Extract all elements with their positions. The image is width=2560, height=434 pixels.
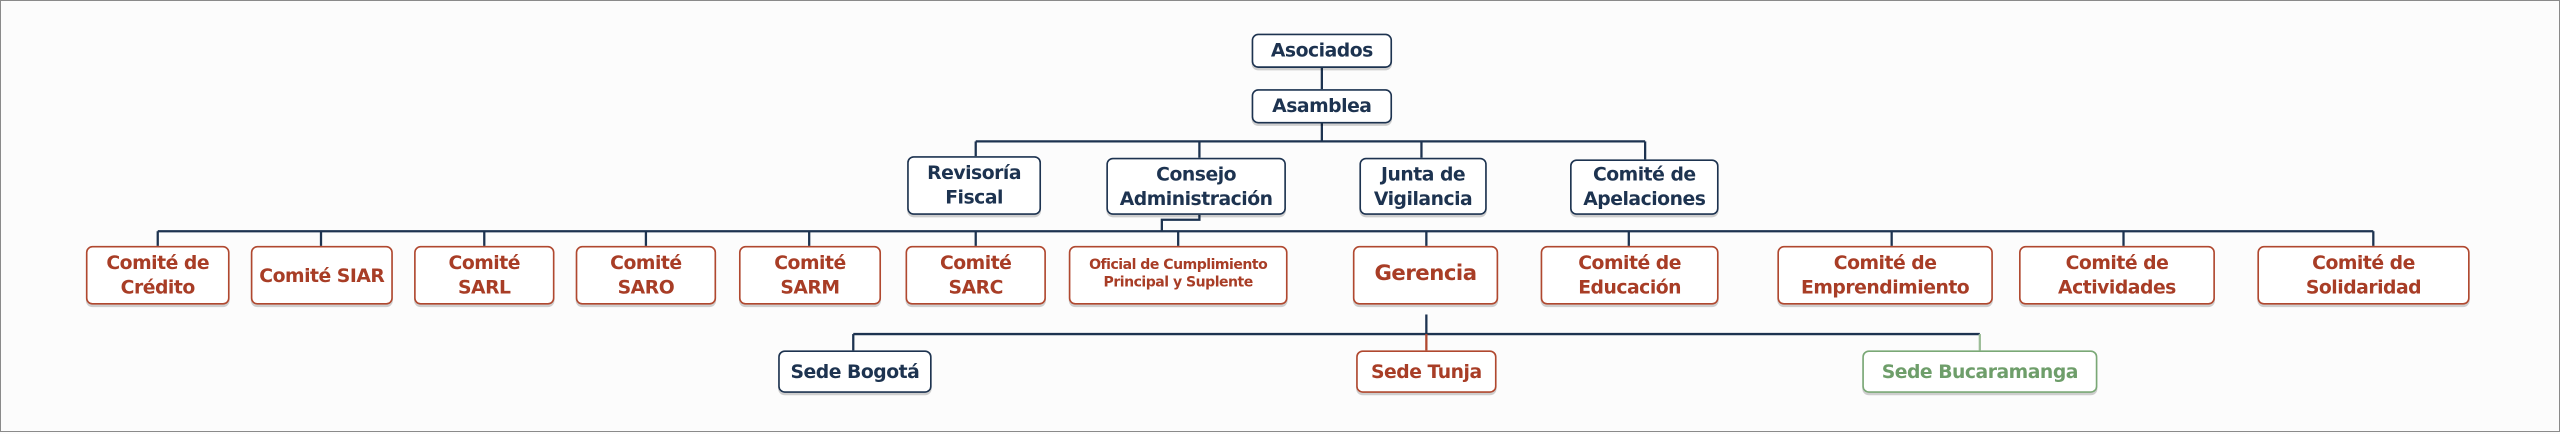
- node-comite-sarc: Comité SARC: [905, 245, 1046, 305]
- node-label: Comité SIAR: [259, 263, 385, 286]
- node-comite-credito: Comité de Crédito: [85, 245, 230, 305]
- node-revisoria-fiscal: Revisoría Fiscal: [907, 156, 1042, 215]
- node-label: Asamblea: [1272, 94, 1372, 117]
- node-comite-sarm: Comité SARM: [738, 245, 882, 305]
- node-comite-saro: Comité SARO: [575, 245, 717, 305]
- node-label: Comité de Actividades: [2058, 250, 2176, 299]
- node-sede-bucaramanga: Sede Bucaramanga: [1862, 350, 2098, 393]
- node-sede-bogota: Sede Bogotá: [778, 350, 932, 393]
- node-label: Comité SARC: [939, 250, 1012, 299]
- node-junta-vigilancia: Junta de Vigilancia: [1359, 157, 1487, 215]
- node-comite-educacion: Comité de Educación: [1540, 245, 1719, 305]
- node-label: Comité de Emprendimiento: [1801, 250, 1970, 299]
- node-label: Comité SARL: [448, 250, 521, 299]
- node-label: Comité SARO: [610, 250, 682, 299]
- node-label: Sede Tunja: [1371, 359, 1482, 383]
- node-label: Comité de Educación: [1578, 250, 1682, 299]
- node-comite-sarl: Comité SARL: [414, 245, 555, 305]
- node-comite-actividades: Comité de Actividades: [2019, 245, 2215, 305]
- node-comite-apelaciones: Comité de Apelaciones: [1570, 159, 1719, 215]
- node-oficial-cumplimiento: Oficial de Cumplimiento Principal y Supl…: [1068, 245, 1288, 305]
- node-label: Comité de Apelaciones: [1583, 162, 1706, 210]
- node-comite-solidaridad: Comité de Solidaridad: [2257, 245, 2470, 305]
- node-label: Junta de Vigilancia: [1373, 161, 1473, 210]
- node-comite-emprendimiento: Comité de Emprendimiento: [1777, 245, 1993, 305]
- node-label: Revisoría Fiscal: [927, 161, 1022, 209]
- node-label: Comité SARM: [774, 250, 846, 299]
- node-asociados: Asociados: [1251, 33, 1393, 68]
- node-label: Comité de Crédito: [106, 250, 210, 299]
- node-asamblea: Asamblea: [1251, 89, 1393, 124]
- node-gerencia: Gerencia: [1352, 245, 1499, 305]
- node-label: Consejo Administración: [1119, 161, 1273, 210]
- node-label: Sede Bogotá: [790, 359, 920, 383]
- node-label: Oficial de Cumplimiento Principal y Supl…: [1089, 257, 1268, 292]
- node-label: Asociados: [1270, 38, 1373, 62]
- node-label: Gerencia: [1374, 261, 1477, 286]
- node-consejo-administracion: Consejo Administración: [1106, 157, 1286, 215]
- node-sede-tunja: Sede Tunja: [1356, 350, 1497, 393]
- node-label: Sede Bucaramanga: [1881, 359, 2079, 383]
- node-comite-siar: Comité SIAR: [250, 245, 393, 305]
- node-label: Comité de Solidaridad: [2305, 250, 2422, 299]
